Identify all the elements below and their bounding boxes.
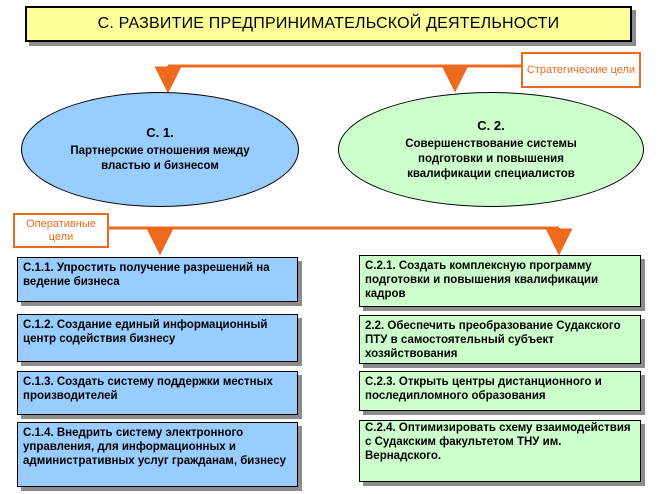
goal-c1-2: С.1.2. Создание единый информационный це… [17, 314, 298, 362]
goal-c1-1: С.1.1. Упростить получение разрешений на… [17, 257, 298, 302]
goal-c2-1: С.2.1. Создать комплексную программу под… [359, 255, 641, 307]
strategic-goal-c1-code: С. 1. [146, 125, 174, 140]
goal-c1-3: С.1.3. Создать систему поддержки местных… [17, 371, 298, 415]
goal-c2-3: С.2.3. Открыть центры дистанционного и п… [359, 371, 641, 411]
goal-c1-4: С.1.4. Внедрить систему электронного упр… [17, 422, 298, 487]
operational-goals-label: Оперативные цели [13, 213, 109, 248]
goal-c2-4: С.2.4. Оптимизировать схему взаимодейств… [359, 420, 641, 482]
strategic-goal-c2-code: С. 2. [477, 117, 505, 133]
strategic-goal-c2: С. 2. Совершенствование системы подготов… [338, 92, 644, 207]
strategic-goals-label-text: Стратегические цели [526, 63, 636, 76]
operational-goals-label-text: Оперативные цели [26, 217, 96, 243]
strategic-goal-c1: С. 1. Партнерские отношения между власть… [21, 92, 299, 207]
strategic-goals-label: Стратегические цели [521, 52, 641, 88]
goal-c2-2: 2.2. Обеспечить преобразование Судакског… [359, 315, 641, 364]
strategic-goal-c2-text: Совершенствование системы подготовки и п… [405, 137, 577, 180]
page-title: С. РАЗВИТИЕ ПРЕДПРИНИМАТЕЛЬСКОЙ ДЕЯТЕЛЬН… [25, 6, 632, 42]
strategic-goal-c1-text: Партнерские отношения между властью и би… [70, 145, 250, 172]
